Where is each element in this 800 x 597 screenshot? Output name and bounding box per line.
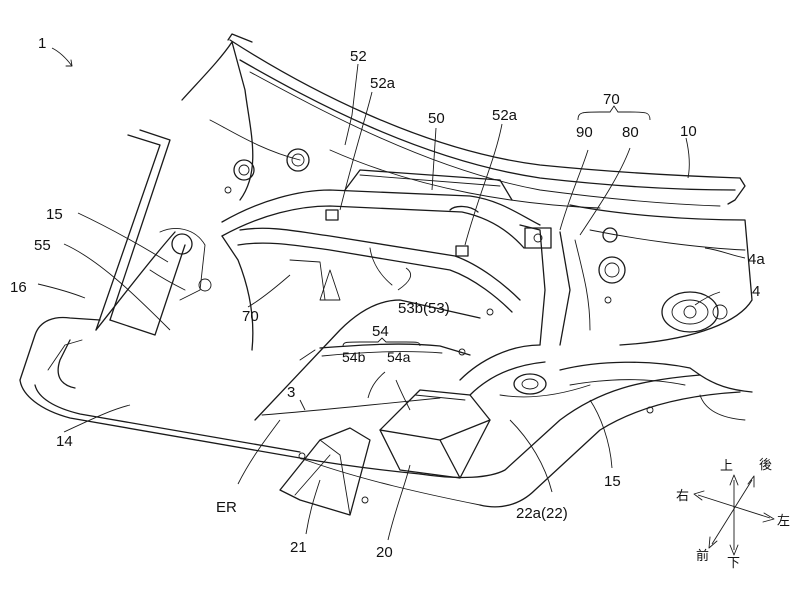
label-52: 52 — [350, 48, 367, 65]
label-70-top: 70 — [603, 91, 620, 108]
direction-down: 下 — [727, 556, 740, 571]
label-10: 10 — [680, 123, 697, 140]
label-80: 80 — [622, 124, 639, 141]
label-21: 21 — [290, 539, 307, 556]
vehicle-body-linework — [19, 33, 753, 516]
direction-left: 左 — [777, 514, 790, 529]
label-54a: 54a — [387, 349, 411, 365]
label-90: 90 — [576, 124, 593, 141]
figure-number: 1 — [38, 35, 46, 52]
label-4a: 4a — [748, 251, 765, 268]
leader-lines — [37, 63, 746, 541]
label-50: 50 — [428, 110, 445, 127]
bracket-54 — [342, 337, 421, 347]
reference-labels: 1 52 52a 50 52a 70 90 80 10 15 55 4a 16 … — [10, 35, 765, 561]
direction-rear: 後 — [759, 458, 772, 473]
label-ER: ER — [216, 499, 237, 516]
label-70-mid: 70 — [242, 308, 259, 325]
direction-indicator: 上 後 右 左 前 下 — [676, 458, 790, 571]
label-14: 14 — [56, 433, 73, 450]
direction-right: 右 — [676, 489, 689, 504]
label-53b: 53b(53) — [398, 300, 450, 317]
label-20: 20 — [376, 544, 393, 561]
label-4: 4 — [752, 283, 760, 300]
label-54: 54 — [372, 323, 389, 340]
direction-up: 上 — [720, 459, 733, 474]
label-52a-right: 52a — [492, 107, 518, 124]
figure-pointer-arrow — [51, 47, 73, 67]
bracket-70 — [577, 105, 651, 121]
direction-front: 前 — [696, 548, 709, 564]
label-3: 3 — [287, 384, 295, 401]
label-54b: 54b — [342, 349, 366, 365]
label-22a: 22a(22) — [516, 505, 568, 522]
label-52a-left: 52a — [370, 75, 396, 92]
label-15-right: 15 — [604, 473, 621, 490]
label-55: 55 — [34, 237, 51, 254]
label-16: 16 — [10, 279, 27, 296]
label-15-left: 15 — [46, 206, 63, 223]
